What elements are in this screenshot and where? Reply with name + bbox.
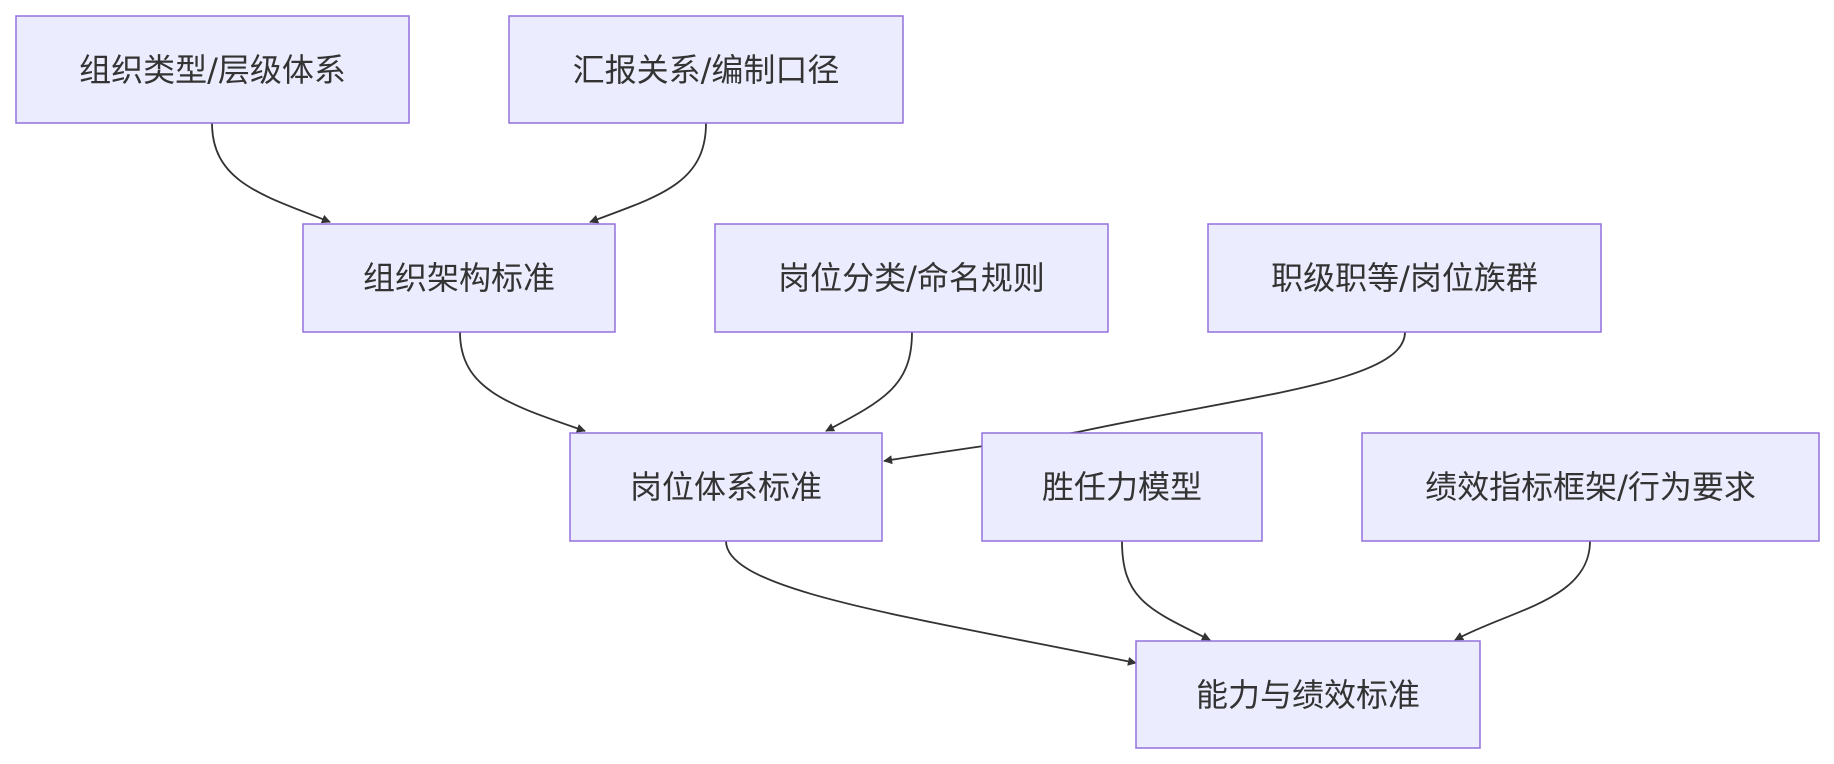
node-label-org-type: 组织类型/层级体系 <box>79 51 346 89</box>
edge-job-class-to-position-standard <box>825 331 913 432</box>
edge-org-type-to-org-standard <box>211 122 331 224</box>
node-job-grade: 职级职等/岗位族群 <box>1207 223 1602 333</box>
node-label-job-class: 岗位分类/命名规则 <box>778 259 1045 297</box>
edge-job-grade-to-position-standard <box>883 331 1406 465</box>
edge-position-standard-to-capability-standard <box>725 540 1137 666</box>
node-label-position-standard: 岗位体系标准 <box>630 468 822 506</box>
node-position-standard: 岗位体系标准 <box>569 432 883 542</box>
edge-report-line-to-org-standard <box>589 122 707 224</box>
node-org-standard: 组织架构标准 <box>302 223 616 333</box>
node-label-org-standard: 组织架构标准 <box>363 259 555 297</box>
node-kpi-framework: 绩效指标框架/行为要求 <box>1361 432 1820 542</box>
node-label-competency: 胜任力模型 <box>1042 468 1202 506</box>
edge-competency-to-capability-standard <box>1121 540 1211 641</box>
node-label-report-line: 汇报关系/编制口径 <box>573 51 840 89</box>
node-report-line: 汇报关系/编制口径 <box>508 15 904 124</box>
node-job-class: 岗位分类/命名规则 <box>714 223 1109 333</box>
node-org-type: 组织类型/层级体系 <box>15 15 410 124</box>
edge-org-standard-to-position-standard <box>459 331 586 433</box>
edge-kpi-framework-to-capability-standard <box>1454 540 1591 641</box>
node-label-kpi-framework: 绩效指标框架/行为要求 <box>1425 468 1756 506</box>
node-label-job-grade: 职级职等/岗位族群 <box>1271 259 1538 297</box>
nodes: 组织类型/层级体系 汇报关系/编制口径 组织架构标准 岗位分类/命名规则 职级职… <box>15 15 1820 749</box>
node-label-capability-standard: 能力与绩效标准 <box>1196 676 1420 714</box>
node-competency: 胜任力模型 <box>981 432 1263 542</box>
node-capability-standard: 能力与绩效标准 <box>1135 640 1481 749</box>
edges <box>211 122 1591 666</box>
